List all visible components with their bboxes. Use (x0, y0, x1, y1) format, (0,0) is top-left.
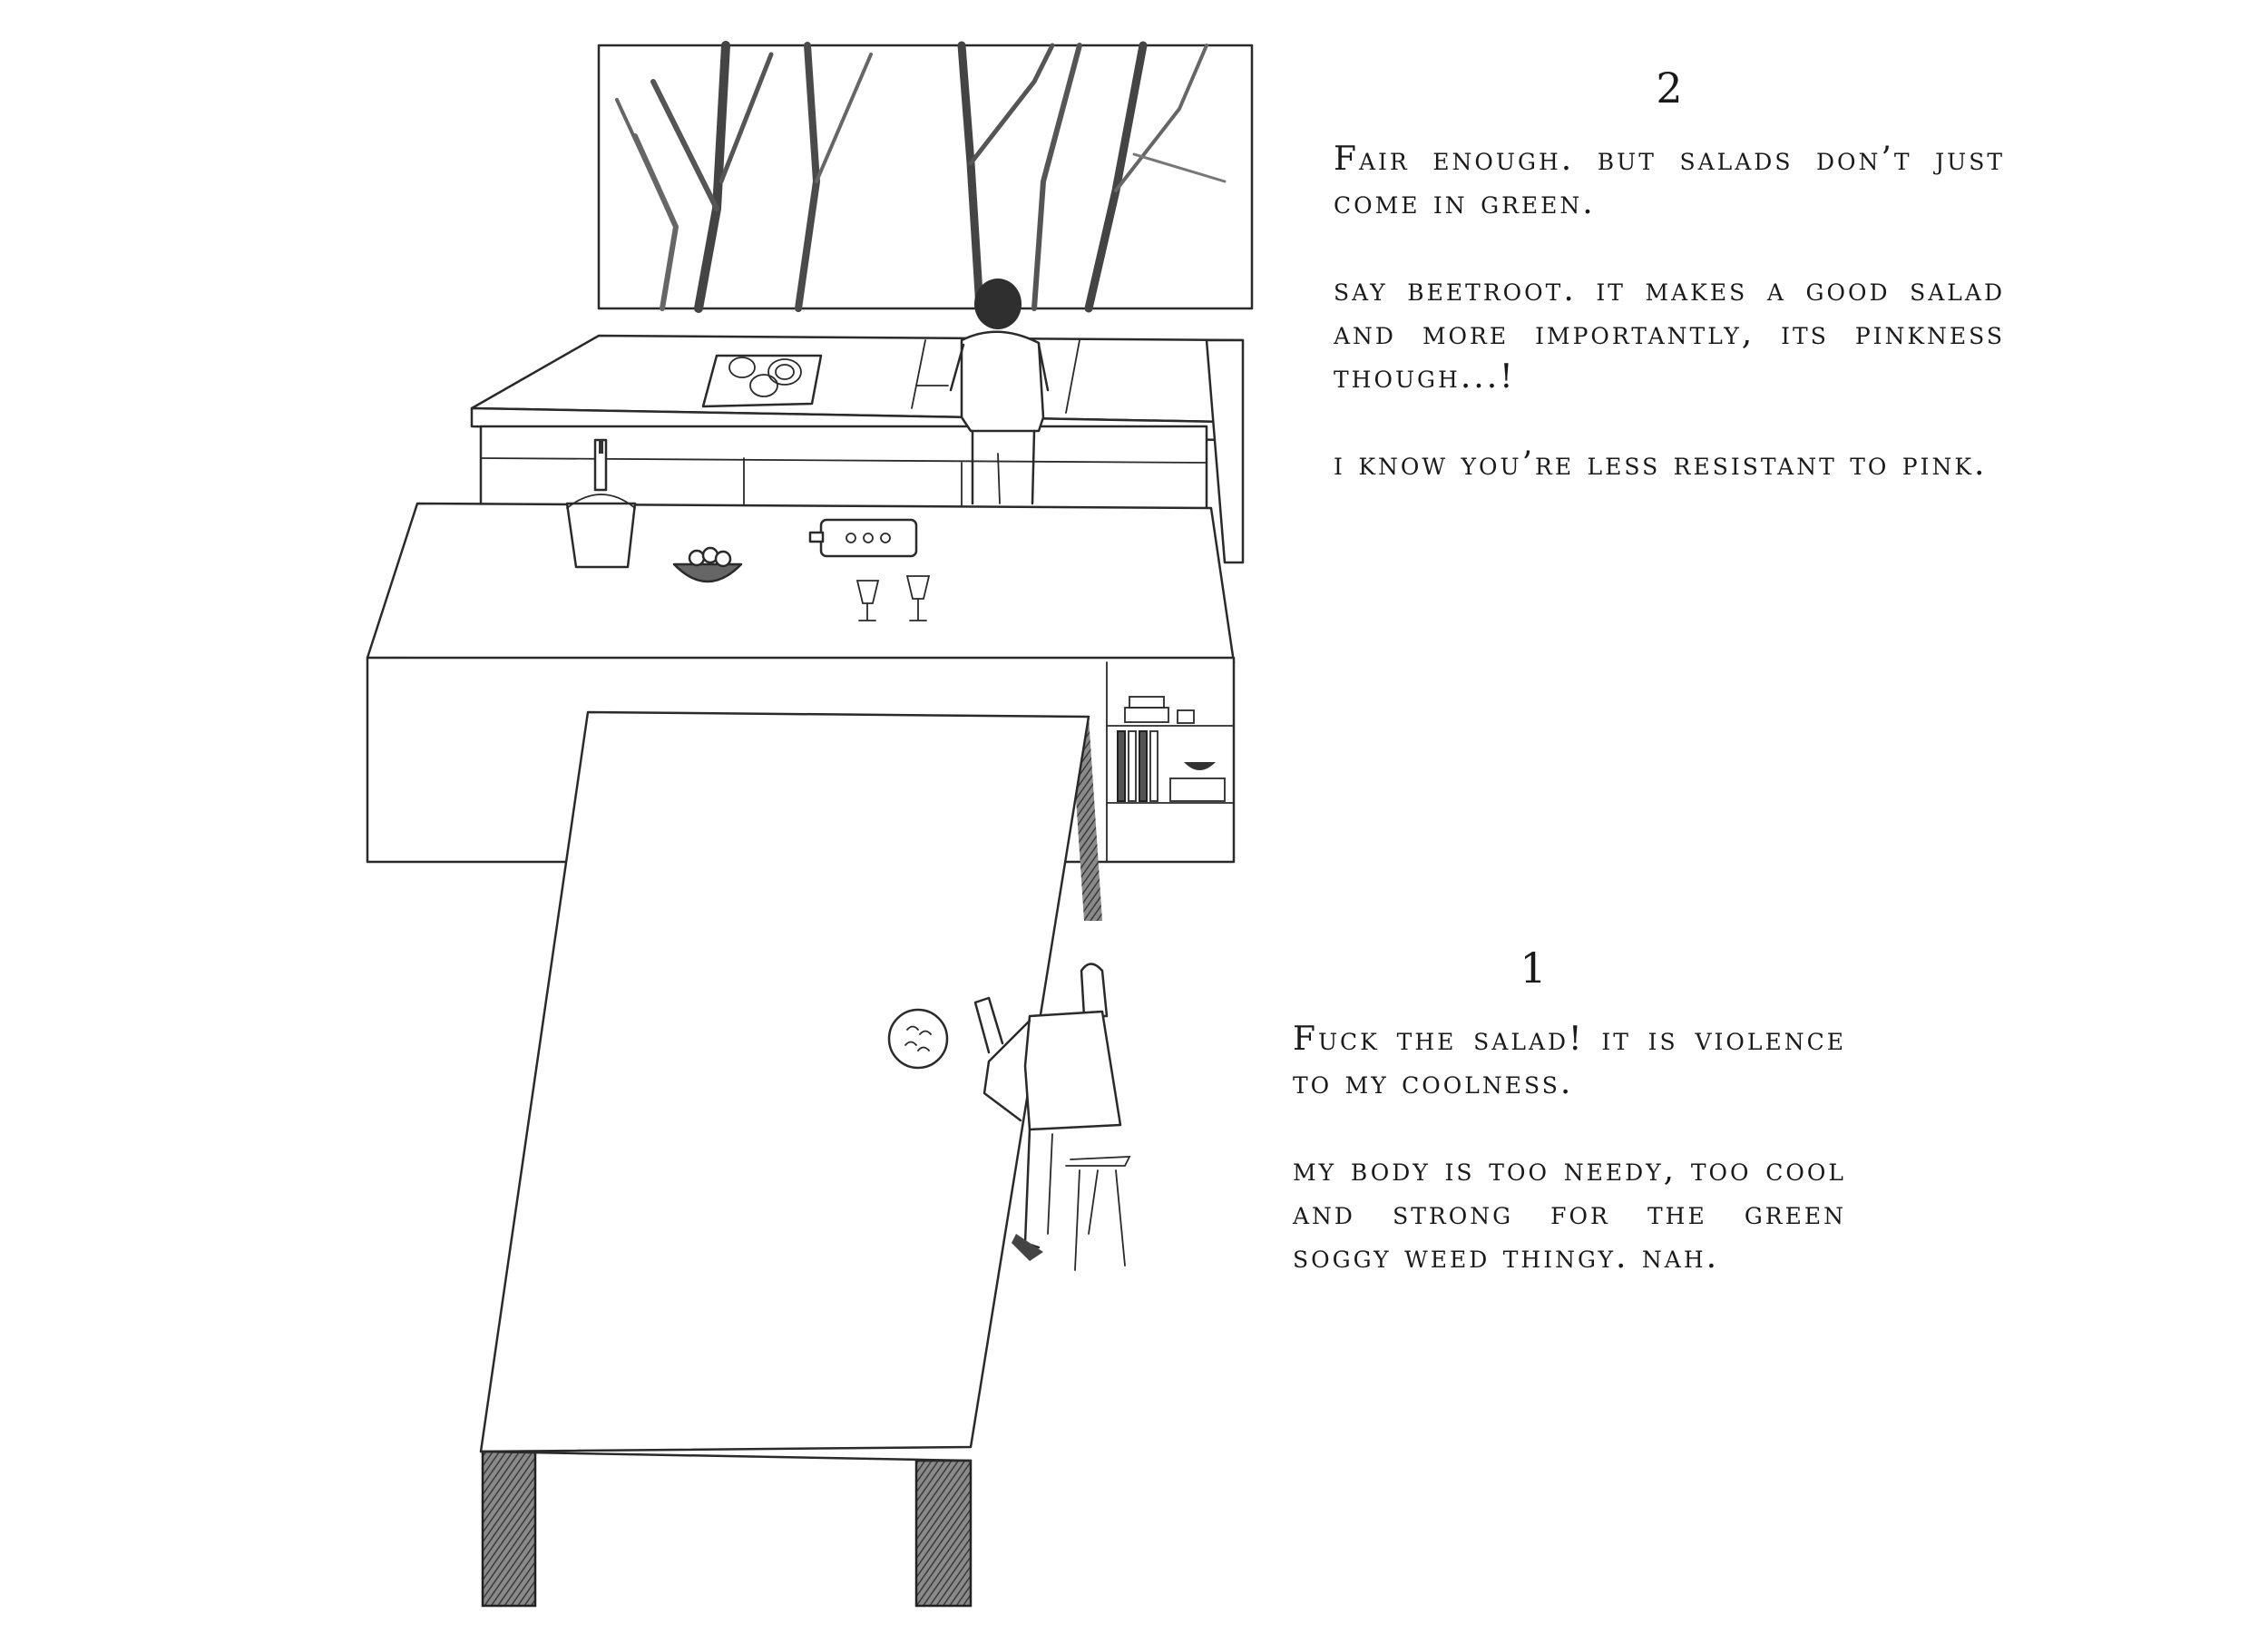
panel-1-number: 1 (1520, 944, 1547, 993)
wine-bucket (565, 438, 637, 569)
seated-figure (973, 963, 1131, 1271)
panel-2-paragraph: Fair enough. but salads don’t just come … (1334, 141, 2005, 221)
panel-2-number: 2 (1656, 64, 1683, 112)
salad-plate (887, 1008, 949, 1070)
standing-figure (949, 279, 1050, 505)
panel-2-paragraph: i know you’re less resistant to pink. (1334, 445, 1988, 483)
panel-2-paragraph: say beetroot. it makes a good salad and … (1334, 271, 2005, 396)
cutting-board (701, 354, 823, 408)
panel-1-text: 1 Fuck the salad! it is violence to my c… (1293, 944, 1846, 1323)
shelf-items (1117, 696, 1226, 802)
fruit-bowl (672, 546, 743, 583)
dining-table (479, 710, 1102, 1608)
panel-1-paragraph: Fuck the salad! it is violence to my coo… (1293, 1021, 1846, 1101)
panel-2-text: 2 Fair enough. but salads don’t just com… (1334, 64, 2005, 530)
wine-glasses (855, 575, 931, 621)
panel-1-paragraph: my body is too needy, too cool and stron… (1293, 1151, 1846, 1276)
window-with-trees (597, 41, 1254, 313)
tree-trunks (615, 41, 1227, 313)
cheese-board (808, 518, 918, 558)
